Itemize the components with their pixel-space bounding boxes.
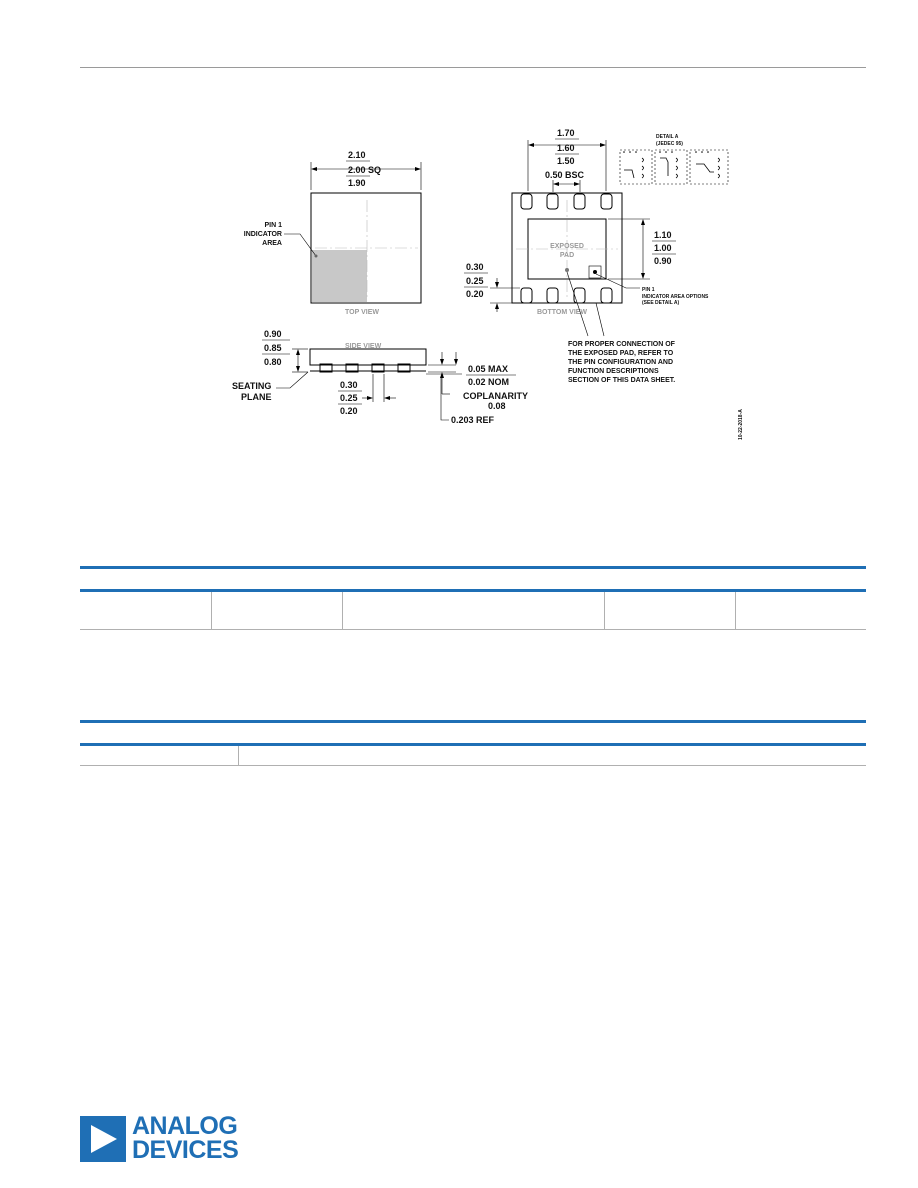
table2-col-sep <box>238 746 239 766</box>
pin1-options-line2: INDICATOR AREA OPTIONS <box>642 294 709 300</box>
table1-col-sep-3 <box>604 592 605 630</box>
standoff-nom: 0.02 NOM <box>468 377 509 387</box>
note-line1: FOR PROPER CONNECTION OF <box>568 341 676 348</box>
pin1-options-line3: (SEE DETAIL A) <box>642 300 679 306</box>
pad-label-line1: EXPOSED <box>550 243 584 250</box>
side-view: SIDE VIEW 0.90 0.85 0.80 SEATING PLANE 0… <box>232 329 528 425</box>
top-dim-max: 2.10 <box>348 150 366 160</box>
bottom-lead-max: 0.30 <box>466 262 484 272</box>
table2-top-rule <box>80 720 866 723</box>
bottom-view: EXPOSED PAD BOTTOM VIEW 1.70 1.60 1.50 0… <box>464 128 709 384</box>
logo-line2: DEVICES <box>132 1136 239 1164</box>
pitch-dim: 0.50 BSC <box>545 170 585 180</box>
seating-plane-line1: SEATING <box>232 381 271 391</box>
table2-header-rule <box>80 743 866 746</box>
logo-mark <box>80 1116 126 1162</box>
pad-label-line2: PAD <box>560 252 574 259</box>
side-height-nom: 0.85 <box>264 343 282 353</box>
bottom-width-min: 1.50 <box>557 156 575 166</box>
table1-col-sep-2 <box>342 592 343 630</box>
standoff-max: 0.05 MAX <box>468 364 508 374</box>
bottom-width-max: 1.70 <box>557 128 575 138</box>
bottom-view-label: BOTTOM VIEW <box>537 309 587 316</box>
top-view: 2.10 2.00 SQ 1.90 PIN 1 INDICATOR AREA T… <box>244 150 422 316</box>
bottom-lead-nom: 0.25 <box>466 276 484 286</box>
pin1-label-line2: INDICATOR <box>244 231 282 238</box>
logo-wordmark: ANALOG DEVICES <box>132 1112 239 1164</box>
detail-label-line1: DETAIL A <box>656 134 679 140</box>
side-view-label: SIDE VIEW <box>345 343 382 350</box>
table1-top-rule <box>80 566 866 569</box>
coplanarity-label: COPLANARITY <box>463 391 528 401</box>
logo-line1: ANALOG <box>132 1112 238 1140</box>
table2-bottom-rule <box>80 765 866 766</box>
bottom-width-nom: 1.60 <box>557 143 575 153</box>
table1-bottom-rule <box>80 629 866 630</box>
table1-col-sep-1 <box>211 592 212 630</box>
header-rule <box>80 67 866 68</box>
ref-dim: 0.203 REF <box>451 415 495 425</box>
coplanarity-value: 0.08 <box>488 401 506 411</box>
note-line5: SECTION OF THIS DATA SHEET. <box>568 377 675 384</box>
side-height-min: 0.80 <box>264 357 282 367</box>
table1-header-rule <box>80 589 866 592</box>
bottom-lead-min: 0.20 <box>466 289 484 299</box>
bottom-height-nom: 1.00 <box>654 243 672 253</box>
side-lead-min: 0.20 <box>340 406 358 416</box>
seating-plane-line2: PLANE <box>241 392 272 402</box>
table1-col-sep-4 <box>735 592 736 630</box>
side-lead-nom: 0.25 <box>340 393 358 403</box>
note-line2: THE EXPOSED PAD, REFER TO <box>568 350 674 357</box>
detail-a: DETAIL A (JEDEC 95) <box>619 134 729 185</box>
pin1-label-line1: PIN 1 <box>264 222 282 229</box>
analog-devices-logo: ANALOG DEVICES <box>80 1112 250 1166</box>
bottom-height-max: 1.10 <box>654 230 672 240</box>
pin1-label-line3: AREA <box>262 240 282 247</box>
side-lead-max: 0.30 <box>340 380 358 390</box>
note-line4: FUNCTION DESCRIPTIONS <box>568 368 659 375</box>
top-view-label: TOP VIEW <box>345 309 379 316</box>
logo-triangle-icon <box>91 1125 117 1153</box>
note-line3: THE PIN CONFIGURATION AND <box>568 359 673 366</box>
side-height-max: 0.90 <box>264 329 282 339</box>
package-outline-drawing: 2.10 2.00 SQ 1.90 PIN 1 INDICATOR AREA T… <box>232 128 744 440</box>
pin1-options-line1: PIN 1 <box>642 287 655 293</box>
top-dim-min: 1.90 <box>348 178 366 188</box>
bottom-height-min: 0.90 <box>654 256 672 266</box>
top-dim-nom: 2.00 SQ <box>348 165 381 175</box>
drawing-code: 10-22-2018-A <box>738 409 744 440</box>
detail-label-line2: (JEDEC 95) <box>656 141 683 147</box>
